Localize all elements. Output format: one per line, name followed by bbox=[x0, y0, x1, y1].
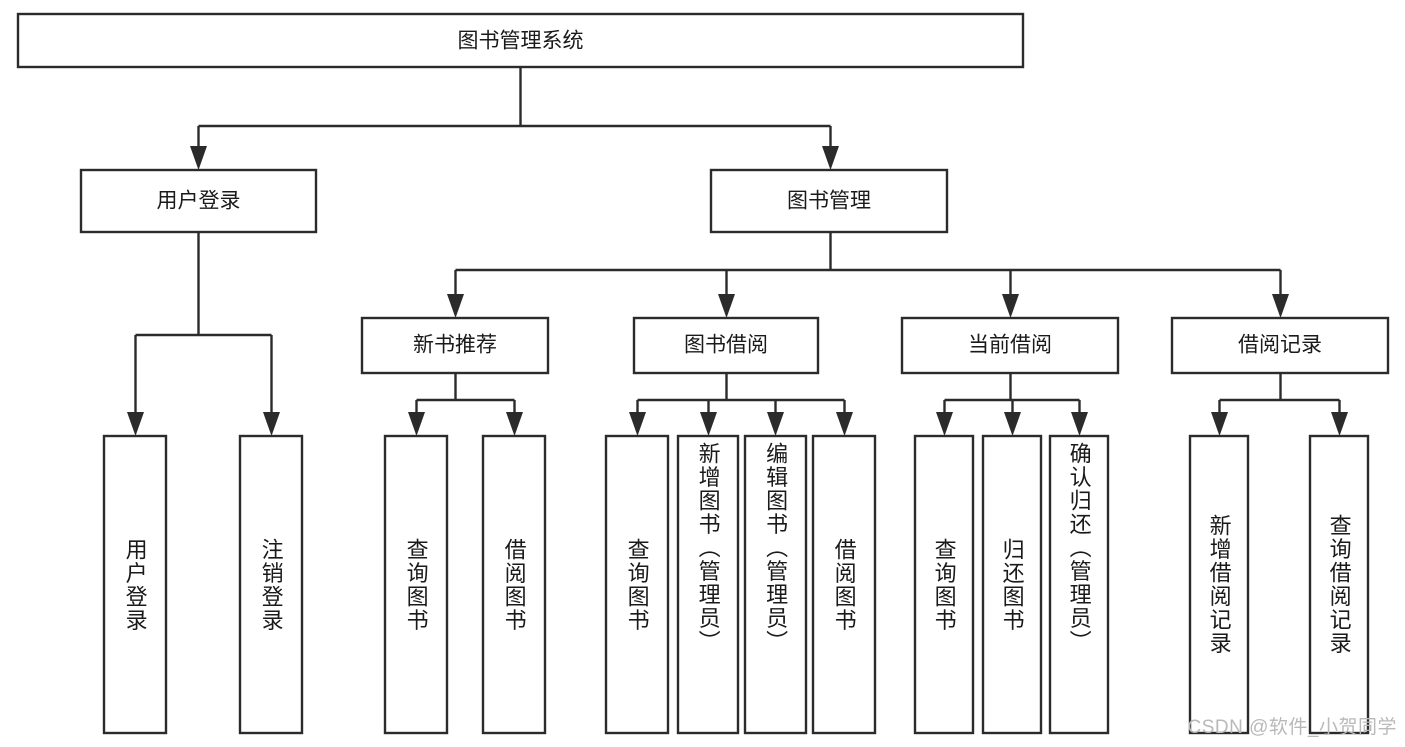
node-book-mgmt[interactable]: 图书管理 bbox=[709, 168, 949, 234]
node-user-login-box[interactable] bbox=[79, 168, 318, 234]
node-current-borrow-label: 当前借阅 bbox=[968, 334, 1052, 357]
arrow-to-leaf-query-record bbox=[1331, 412, 1348, 436]
node-user-login-label: 用户登录 bbox=[157, 190, 241, 213]
connector-group-current-borrow bbox=[936, 373, 1088, 436]
leaf-box-return-book[interactable] bbox=[981, 434, 1043, 735]
arrow-to-leaf-logout bbox=[263, 412, 280, 436]
leaf-box-query-record[interactable] bbox=[1308, 434, 1370, 735]
connector-group-root bbox=[190, 67, 839, 170]
node-borrow-record-box[interactable] bbox=[1170, 316, 1390, 375]
node-current-borrow-box[interactable] bbox=[900, 316, 1120, 375]
arrow-to-new-book-rec bbox=[447, 294, 464, 318]
arrow-to-leaf-return-book bbox=[1004, 412, 1021, 436]
node-root-box[interactable] bbox=[16, 12, 1025, 69]
arrow-to-leaf-borrow-book-a bbox=[506, 412, 523, 436]
arrow-to-leaf-query-book-c bbox=[936, 412, 953, 436]
node-root-label: 图书管理系统 bbox=[458, 30, 584, 53]
leaf-box-confirm-return[interactable] bbox=[1048, 434, 1110, 735]
node-new-book-rec-label: 新书推荐 bbox=[413, 334, 497, 357]
arrow-to-leaf-edit-book bbox=[767, 412, 784, 436]
leaf-box-borrow-book-a[interactable] bbox=[481, 434, 547, 735]
connector-group-new-book-rec bbox=[408, 373, 523, 436]
leaf-box-user-login[interactable] bbox=[102, 434, 168, 735]
node-current-borrow[interactable]: 当前借阅 bbox=[900, 316, 1120, 375]
node-borrow-record-label: 借阅记录 bbox=[1238, 334, 1322, 357]
arrow-to-user-login bbox=[190, 146, 207, 170]
node-book-mgmt-label: 图书管理 bbox=[787, 190, 871, 213]
node-new-book-rec[interactable]: 新书推荐 bbox=[360, 316, 550, 375]
arrow-to-book-mgmt bbox=[822, 146, 839, 170]
arrow-to-leaf-add-book bbox=[700, 412, 717, 436]
arrow-to-current-borrow bbox=[1002, 294, 1019, 318]
node-book-borrow[interactable]: 图书借阅 bbox=[632, 316, 820, 375]
leaf-box-add-record[interactable] bbox=[1188, 434, 1250, 735]
arrow-to-leaf-confirm-return bbox=[1071, 412, 1088, 436]
arrow-to-borrow-record bbox=[1272, 294, 1289, 318]
node-book-borrow-box[interactable] bbox=[632, 316, 820, 375]
node-borrow-record[interactable]: 借阅记录 bbox=[1170, 316, 1390, 375]
connector-group-book-borrow bbox=[629, 373, 853, 436]
leaf-box-query-book-c[interactable] bbox=[913, 434, 975, 735]
arrow-to-book-borrow bbox=[718, 294, 735, 318]
arrow-to-leaf-borrow-book-b bbox=[836, 412, 853, 436]
leaf-box-query-book-b[interactable] bbox=[604, 434, 670, 735]
connector-group-book-mgmt bbox=[447, 232, 1289, 318]
node-root[interactable]: 图书管理系统 bbox=[16, 12, 1025, 69]
connector-group-borrow-record bbox=[1211, 373, 1348, 436]
arrow-to-leaf-query-book-b bbox=[629, 412, 646, 436]
node-new-book-rec-box[interactable] bbox=[360, 316, 550, 375]
node-user-login[interactable]: 用户登录 bbox=[79, 168, 318, 234]
leaf-box-group bbox=[102, 434, 1370, 735]
leaf-box-add-book[interactable] bbox=[676, 434, 740, 735]
node-book-mgmt-box[interactable] bbox=[709, 168, 949, 234]
arrow-to-leaf-user-login bbox=[127, 412, 144, 436]
node-book-borrow-label: 图书借阅 bbox=[684, 334, 768, 357]
leaf-box-borrow-book-b[interactable] bbox=[811, 434, 877, 735]
leaf-box-edit-book[interactable] bbox=[743, 434, 808, 735]
connector-group-user-login bbox=[127, 232, 280, 436]
arrow-to-leaf-add-record bbox=[1211, 412, 1228, 436]
leaf-box-logout[interactable] bbox=[238, 434, 304, 735]
arrow-to-leaf-query-book-a bbox=[408, 412, 425, 436]
leaf-box-query-book-a[interactable] bbox=[383, 434, 449, 735]
